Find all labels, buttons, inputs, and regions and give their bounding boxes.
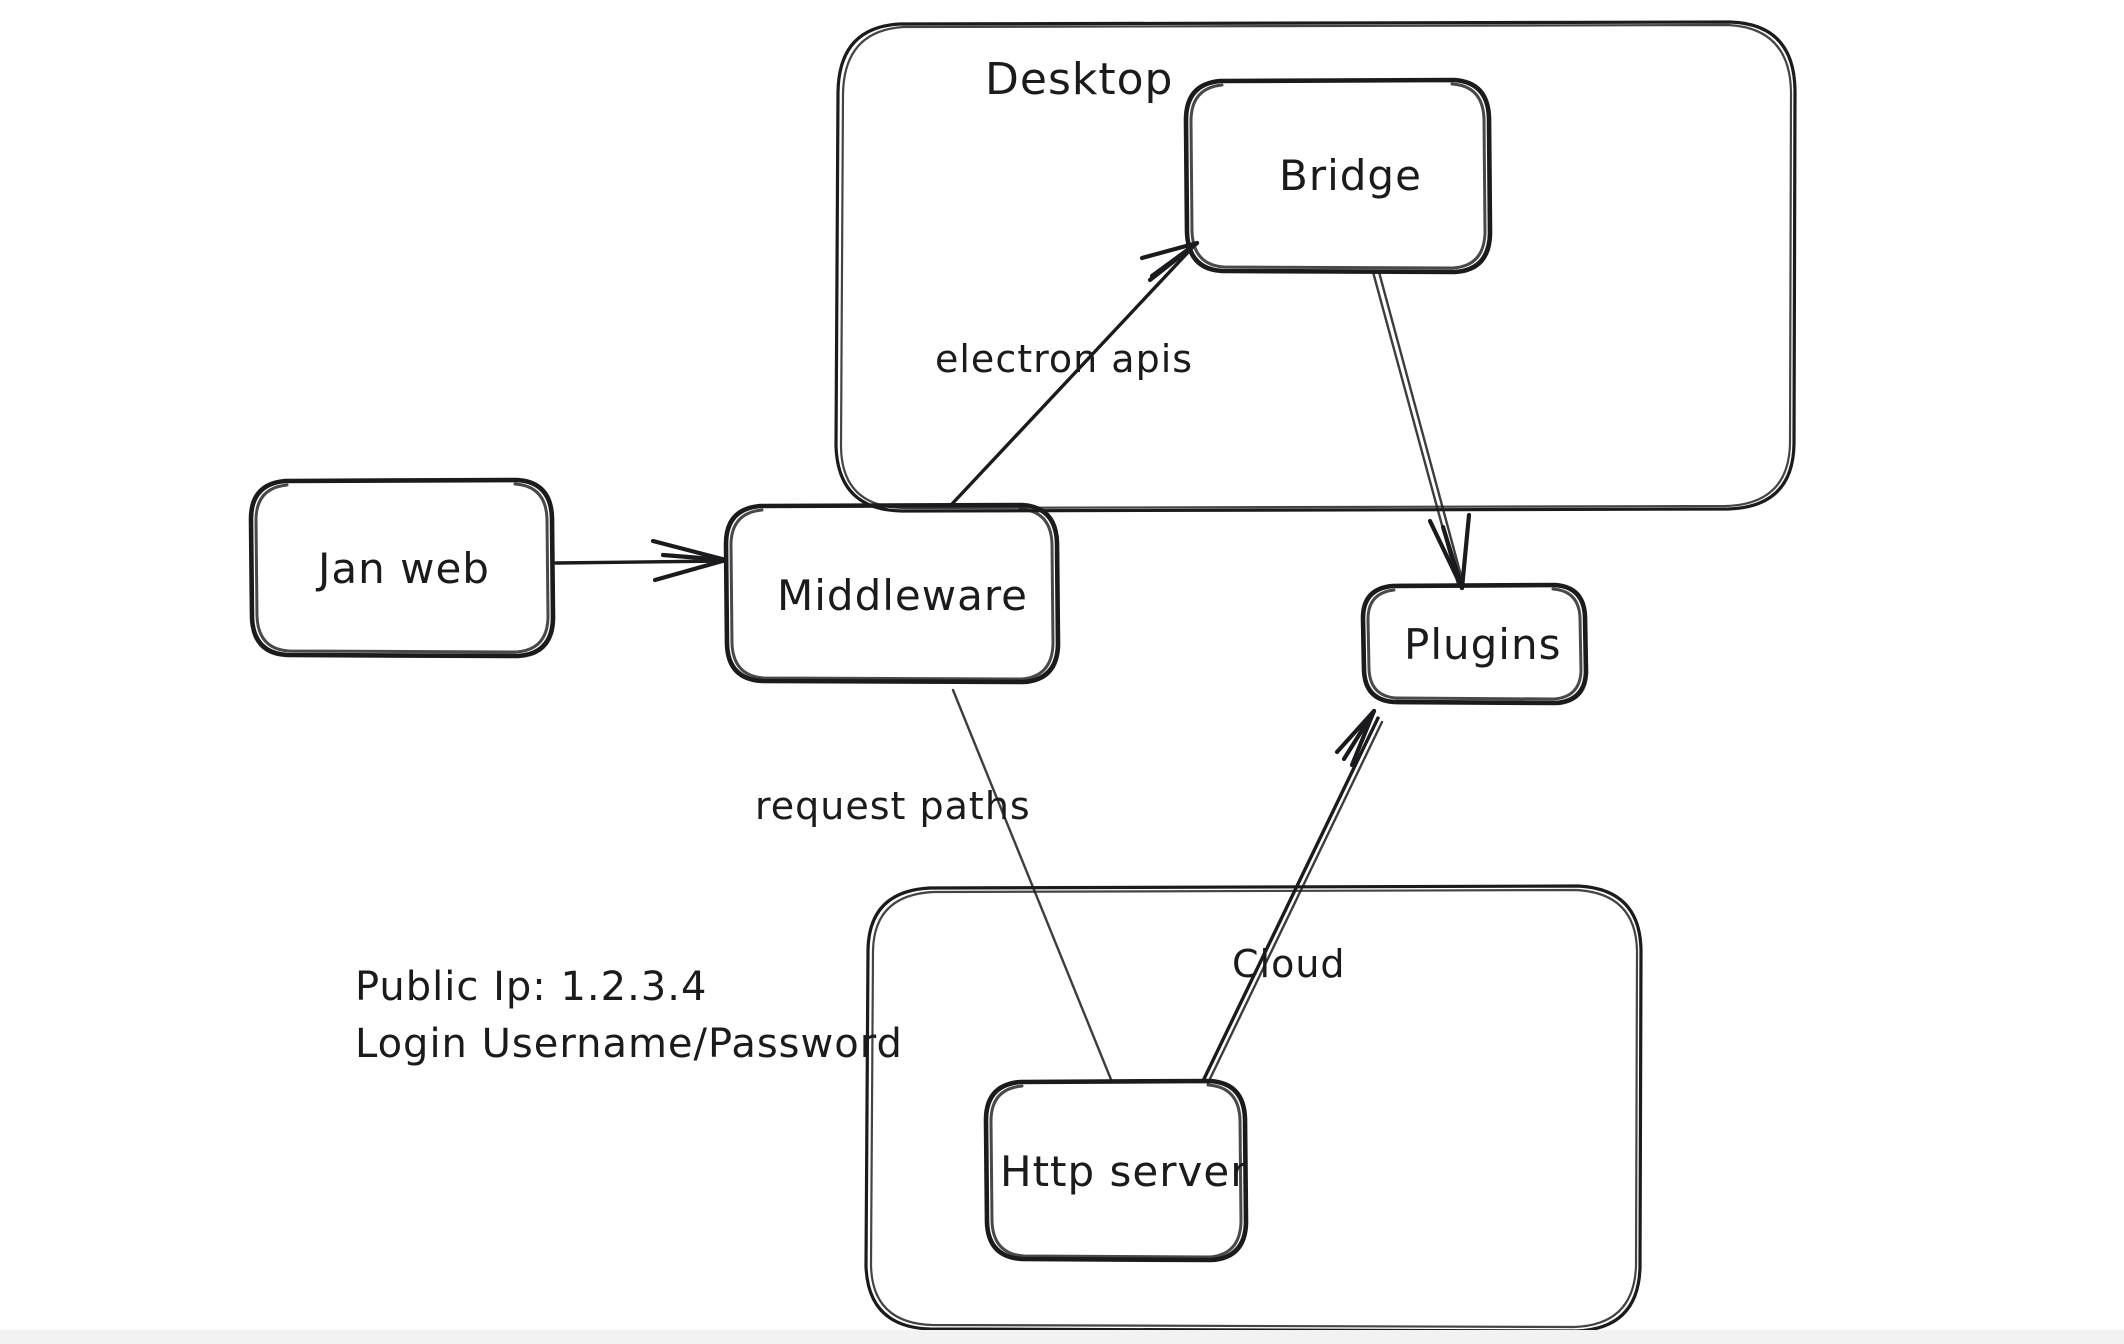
note-public-ip: Public Ip: 1.2.3.4 xyxy=(355,964,707,1010)
container-desktop-label: Desktop xyxy=(985,54,1173,105)
note-login: Login Username/Password xyxy=(355,1021,903,1067)
node-middleware-label: Middleware xyxy=(777,571,1028,620)
node-middleware[interactable] xyxy=(723,502,1061,685)
edge-label-request-paths: request paths xyxy=(755,784,1031,828)
edge-bridge-to-plugins[interactable] xyxy=(1371,270,1472,591)
node-plugins-label: Plugins xyxy=(1404,620,1561,669)
node-jan-web[interactable] xyxy=(248,477,556,659)
node-plugins[interactable] xyxy=(1360,582,1589,706)
node-http-server-label: Http server xyxy=(1000,1147,1248,1196)
node-bridge[interactable] xyxy=(1183,77,1493,275)
bottom-edge-strip xyxy=(0,1330,2124,1344)
node-bridge-label: Bridge xyxy=(1279,151,1422,200)
container-desktop[interactable] xyxy=(834,20,1797,513)
edge-http-server-to-middleware[interactable] xyxy=(951,688,1114,1084)
edge-label-electron-apis: electron apis xyxy=(935,337,1193,381)
node-http-server[interactable] xyxy=(983,1078,1249,1263)
edge-http-server-to-plugins[interactable] xyxy=(1201,708,1384,1085)
edge-label-cloud: Cloud xyxy=(1232,942,1346,986)
node-jan-web-label: Jan web xyxy=(315,544,490,593)
edge-jan-web-to-middleware[interactable] xyxy=(554,538,729,583)
